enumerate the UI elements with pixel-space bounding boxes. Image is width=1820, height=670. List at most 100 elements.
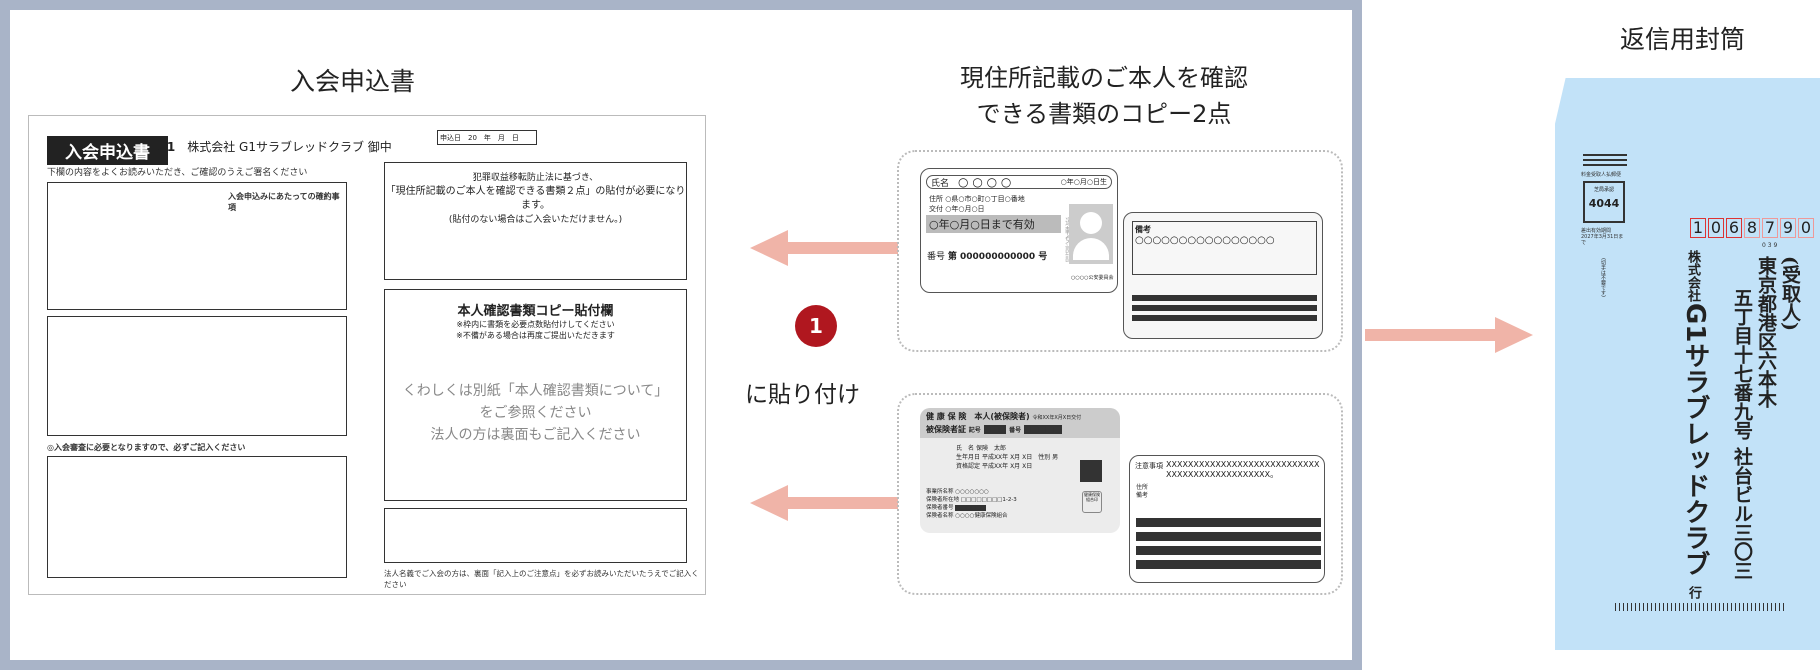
signature-box: 入会申込みにあたっての確約事項 xyxy=(47,182,347,310)
zip-digit: 1 xyxy=(1690,218,1706,238)
insured-qual: 平成XX年 X月 X日 xyxy=(981,463,1033,470)
address-label: 住所 xyxy=(929,195,943,203)
customer-barcode xyxy=(1615,603,1785,611)
envelope-address1: 東京都港区六本木 xyxy=(1755,256,1777,408)
license-name: ○ ○ ○ ○ xyxy=(958,175,1012,189)
application-form: 入会申込書 G1 株式会社 G1サラブレッドクラブ 御中 下欄の内容をよくお読み… xyxy=(28,115,706,595)
drivers-license-front: 氏名 ○ ○ ○ ○ ○年○月○日生 住所 ○県○市○町○丁目○番地 交付 ○年… xyxy=(920,168,1118,293)
license-validity: ○年○月○日まで有効 xyxy=(926,215,1061,233)
permit-expiry: 差出有効期間 2027年3月31日まで xyxy=(1581,228,1624,246)
details-box xyxy=(47,456,347,578)
zip-digit: 8 xyxy=(1744,218,1760,238)
health-insurance-card-back: 注意事項 XXXXXXXXXXXXXXXXXXXXXXXXXXXXXXXXXXX… xyxy=(1129,455,1325,583)
paste-title: 本人確認書類コピー貼付欄 xyxy=(457,304,614,319)
recipient-company: G1サラブレッドクラブ xyxy=(1680,303,1710,577)
form-heading: 入会申込書 xyxy=(290,67,416,96)
permit-office: 芝局承認 xyxy=(1593,187,1614,193)
foreign-pep-box xyxy=(384,508,687,563)
insured-name-label: 氏 名 xyxy=(956,445,975,452)
section2-title: ◎入会審査に必要となりますので、必ずご記入ください xyxy=(47,443,246,452)
kigo-label: 記号 xyxy=(968,427,981,434)
id-paste-area: 本人確認書類コピー貼付欄 ※枠内に書類を必要点数貼付けしてください ※不備がある… xyxy=(384,289,687,501)
birth-label: 生年月日 xyxy=(956,454,981,461)
qual-label: 資格認定 xyxy=(956,463,981,470)
insurance-type: 本人(被保険者) xyxy=(974,412,1030,421)
insurance-title1: 健 康 保 険 xyxy=(926,412,967,421)
remarks-label: 備考 xyxy=(1135,225,1151,234)
recipient-prefix: (受取人) xyxy=(1779,256,1801,331)
form-footer: 法人名義でご入会の方は、裏面「記入上のご注意点」を必ずお読みいただいたうえでご記… xyxy=(384,569,699,589)
envelope-address2: 五丁目十七番九号 社台ビル三〇三 xyxy=(1731,288,1753,580)
insured-gender: 男 xyxy=(1052,454,1059,461)
form-company: G1 株式会社 G1サラブレッドクラブ 御中 xyxy=(157,138,392,155)
step-label: に貼り付け xyxy=(745,382,860,408)
return-envelope: 料金受取人払郵便 芝局承認 4044 差出有効期間 2027年3月31日まで (… xyxy=(1555,78,1820,650)
office-label: 事業所名称 xyxy=(926,489,954,495)
insurer-addr-label: 保険者所在地 xyxy=(926,497,960,503)
form-company-name: 株式会社 G1サラブレッドクラブ 御中 xyxy=(187,140,392,154)
photo-placeholder-icon xyxy=(1069,204,1113,264)
issue-label: 交付 xyxy=(929,205,943,213)
documents-heading-line1: 現住所記載のご本人を確認 xyxy=(960,64,1248,92)
number-label: 番号 xyxy=(927,252,946,262)
paste-note1: ※枠内に書類を必要点数貼付けしてください xyxy=(456,320,615,329)
license-address: ○県○市○町○丁目○番地 xyxy=(945,195,1025,203)
paste-note2: ※不備がある場合は再度ご提出いただきます xyxy=(456,331,615,340)
insurance-copies xyxy=(897,393,1343,595)
notes-label: 注意事項 xyxy=(1135,462,1163,470)
qr-code-icon xyxy=(1080,460,1102,482)
date-field: 申込日 20 年 月 日 xyxy=(437,130,537,145)
insurer-label: 保険者名称 xyxy=(926,513,954,519)
name-label: 氏名 xyxy=(931,179,950,189)
drivers-license-back: 備考 ○○○○○○○○○○○○○○○○ xyxy=(1123,212,1323,339)
insurer-seal: 健康保険組合印 xyxy=(1082,491,1102,513)
form-instruction: 下欄の内容をよくお読みいただき、ご確認のうえご署名ください xyxy=(47,168,308,178)
g1-logo: G1 xyxy=(157,140,176,154)
zip-sub: 0 3 9 xyxy=(1762,242,1778,249)
zip-digit: 6 xyxy=(1726,218,1742,238)
documents-heading-line2: できる書類のコピー2点 xyxy=(976,100,1232,128)
documents-heading: 現住所記載のご本人を確認 できる書類のコピー2点 xyxy=(960,60,1248,132)
insured-birth: 平成XX年 X月 X日 xyxy=(981,454,1033,461)
office-value: ○○○○○○○ xyxy=(955,489,989,495)
form-title: 入会申込書 xyxy=(47,136,168,165)
health-insurance-card-front: 健 康 保 険 本人(被保険者) 令和XX年X月X日交付 被保険者証 記号 ■■… xyxy=(920,408,1120,533)
zip-digit: 7 xyxy=(1762,218,1778,238)
paste-guidance: くわしくは別紙「本人確認書類について」 をご参照ください 法人の方は裏面もご記入… xyxy=(385,380,686,446)
permit-box: 芝局承認 4044 xyxy=(1583,181,1625,223)
recipient-suffix: 行 xyxy=(1686,586,1701,599)
guidance-line3: 法人の方は裏面もご記入ください xyxy=(430,427,641,443)
arrow-left-icon xyxy=(750,485,898,521)
bango-label: 番号 xyxy=(1009,427,1022,434)
zip-digit: 9 xyxy=(1780,218,1796,238)
address-box xyxy=(47,316,347,436)
company-type: 株式会社 xyxy=(1685,250,1700,302)
arrow-right-icon xyxy=(1365,317,1533,353)
envelope-heading: 返信用封筒 xyxy=(1620,25,1746,54)
insurer-addr: □□□□□□□□1-2-3 xyxy=(960,497,1017,503)
zip-digit: 0 xyxy=(1708,218,1724,238)
notice-line2: 「現住所記載のご本人を確認できる書類２点」の貼付が必要になります。 xyxy=(385,186,686,211)
back-address-label: 住所 xyxy=(1136,484,1149,491)
license-birth: ○年○月○日生 xyxy=(1060,178,1107,186)
permit-title: 料金受取人払郵便 xyxy=(1581,172,1622,178)
gender-label: 性別 xyxy=(1038,454,1051,461)
guidance-line1: くわしくは別紙「本人確認書類について」 xyxy=(402,383,669,399)
step-number-badge: 1 xyxy=(795,305,837,347)
notice-line3: (貼付のない場合はご入会いただけません。) xyxy=(448,215,623,225)
remarks-value: ○○○○○○○○○○○○○○○○ xyxy=(1135,235,1275,246)
license-copies xyxy=(897,150,1343,352)
insurance-issued: 令和XX年X月X日交付 xyxy=(1032,415,1082,421)
insurance-title2: 被保険者証 xyxy=(926,425,966,434)
guidance-line2: をご参照ください xyxy=(479,405,592,421)
permit-number: 4044 xyxy=(1588,197,1620,210)
license-issuer: ○○○○公安委員会 xyxy=(1071,275,1114,281)
notes-value: XXXXXXXXXXXXXXXXXXXXXXXXXXXXXXXXXXXXXXXX… xyxy=(1166,460,1320,479)
insurer-value: ○○○○健康保険組合 xyxy=(955,513,1008,519)
arrow-left-icon xyxy=(750,230,898,266)
zip-digit: 0 xyxy=(1798,218,1814,238)
stamp-note: (切手は不要です) xyxy=(1600,258,1606,297)
insured-name: 保険 太郎 xyxy=(975,445,1006,452)
notice-line1: 犯罪収益移転防止法に基づき、 xyxy=(472,173,599,183)
